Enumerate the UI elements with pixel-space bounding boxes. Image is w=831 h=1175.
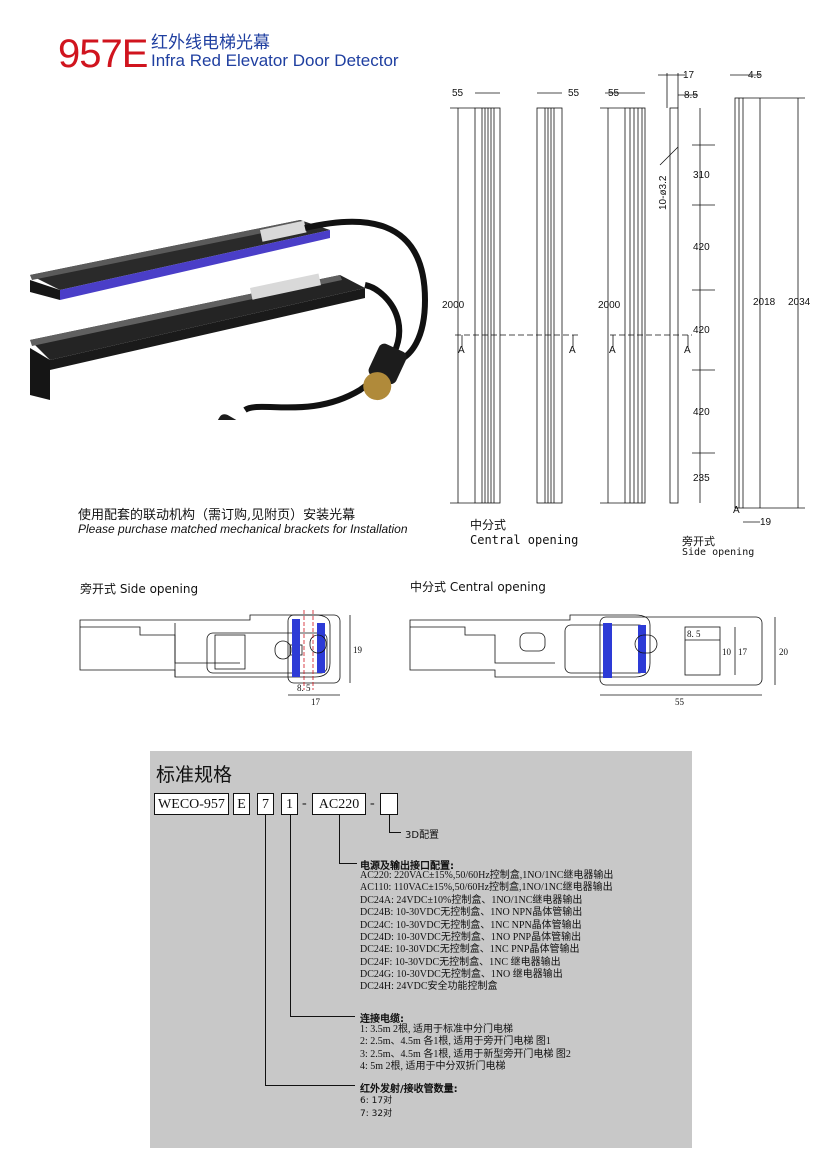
section-a-5: A bbox=[733, 505, 740, 516]
section-central-label: 中分式 Central opening bbox=[410, 580, 546, 594]
sec-10-central: 10 bbox=[722, 647, 732, 657]
opt-3d: 3D配置 bbox=[405, 830, 440, 841]
dim-55-right: 55 bbox=[568, 88, 580, 99]
connector-ir-h bbox=[265, 1085, 355, 1086]
power-option: DC24G: 10-30VDC无控制盒、1NO 继电器输出 bbox=[360, 969, 563, 980]
code-model-letter: E bbox=[233, 793, 250, 815]
dim-235: 235 bbox=[693, 473, 710, 484]
cable-option: 4: 5m 2根, 适用于中分双折门电梯 bbox=[360, 1061, 506, 1072]
cable-option: 2: 2.5m、4.5m 各1根, 适用于旁开门电梯 图1 bbox=[360, 1036, 551, 1047]
cable-option: 3: 2.5m、4.5m 各1根, 适用于新型旁开门电梯 图2 bbox=[360, 1049, 571, 1060]
section-a-4: A bbox=[684, 345, 691, 356]
side-label-en: Side opening bbox=[682, 547, 755, 558]
connector-power-h bbox=[339, 863, 357, 864]
central-label-cn: 中分式 bbox=[470, 518, 507, 532]
cross-sections: 8. 5 17 19 8. 5 10 17 20 55 bbox=[79, 610, 789, 707]
dim-19: 19 bbox=[760, 517, 772, 528]
side-label-cn: 旁开式 bbox=[682, 535, 715, 548]
install-note-cn: 使用配套的联动机构（需订购,见附页）安装光幕 bbox=[78, 508, 356, 523]
dim-8-5: 8.5 bbox=[684, 90, 698, 101]
code-power: AC220 bbox=[312, 793, 366, 815]
sec-17-side: 17 bbox=[311, 697, 321, 707]
connector-3d-v bbox=[389, 815, 390, 833]
title-english: Infra Red Elevator Door Detector bbox=[151, 51, 399, 70]
model-number: 957E bbox=[58, 32, 148, 76]
sec-8-5-side: 8. 5 bbox=[297, 683, 311, 693]
ir-heading: 红外发射/接收管数量: bbox=[360, 1084, 458, 1095]
dim-2034: 2034 bbox=[788, 297, 811, 308]
sec-55-central: 55 bbox=[675, 697, 685, 707]
connector-power-v bbox=[339, 815, 340, 864]
connector-cable-h bbox=[290, 1016, 355, 1017]
dim-2000-central: 2000 bbox=[442, 300, 465, 311]
connector-cable-v bbox=[290, 815, 291, 1017]
dim-17: 17 bbox=[683, 70, 695, 81]
power-option: DC24F: 10-30VDC无控制盒、1NC 继电器输出 bbox=[360, 957, 561, 968]
install-note-en: Please purchase matched mechanical brack… bbox=[78, 522, 408, 536]
dim-2018: 2018 bbox=[753, 297, 776, 308]
code-dash-1: - bbox=[302, 796, 307, 811]
ir-option: 6: 17对 bbox=[360, 1096, 393, 1106]
section-a-3: A bbox=[609, 345, 616, 356]
power-option: DC24E: 10-30VDC无控制盒、1NC PNP晶体管输出 bbox=[360, 944, 580, 955]
code-ir-count: 7 bbox=[257, 793, 274, 815]
spec-panel bbox=[150, 751, 692, 1148]
power-option: AC220: 220VAC±15%,50/60Hz控制盒,1NO/1NC继电器输… bbox=[360, 870, 614, 881]
cable-heading: 连接电缆: bbox=[360, 1014, 404, 1025]
central-label-en: Central opening bbox=[470, 533, 579, 547]
dim-55-left: 55 bbox=[452, 88, 464, 99]
dim-2000-side: 2000 bbox=[598, 300, 621, 311]
section-side-label: 旁开式 Side opening bbox=[80, 582, 199, 596]
ir-option: 7: 32对 bbox=[360, 1109, 393, 1119]
code-dash-2: - bbox=[370, 796, 375, 811]
title-chinese: 红外线电梯光幕 bbox=[151, 33, 270, 53]
dim-420-a: 420 bbox=[693, 242, 710, 253]
power-option: DC24D: 10-30VDC无控制盒、1NO PNP晶体管输出 bbox=[360, 932, 582, 943]
code-3d bbox=[380, 793, 398, 815]
power-option: AC110: 110VAC±15%,50/60Hz控制盒,1NO/1NC继电器输… bbox=[360, 882, 613, 893]
connector-ir-v bbox=[265, 815, 266, 1086]
dim-55-side: 55 bbox=[608, 88, 620, 99]
sec-19-side: 19 bbox=[353, 645, 363, 655]
power-option: DC24B: 10-30VDC无控制盒、1NO NPN晶体管输出 bbox=[360, 907, 583, 918]
dim-holes: 10-ø3.2 bbox=[658, 175, 669, 210]
section-a-1: A bbox=[458, 345, 465, 356]
technical-drawing: 55 55 2000 A A 2000 55 A A 17 8.5 10-ø3.… bbox=[442, 70, 811, 528]
dim-420-c: 420 bbox=[693, 407, 710, 418]
dim-310: 310 bbox=[693, 170, 710, 181]
connector-3d-h bbox=[389, 832, 401, 833]
sec-17-central: 17 bbox=[738, 647, 748, 657]
code-series: WECO-957 bbox=[154, 793, 229, 815]
power-option: DC24H: 24VDC安全功能控制盒 bbox=[360, 981, 498, 992]
section-a-2: A bbox=[569, 345, 576, 356]
cable-option: 1: 3.5m 2根, 适用于标准中分门电梯 bbox=[360, 1024, 514, 1035]
code-cable: 1 bbox=[281, 793, 298, 815]
product-photo bbox=[30, 218, 429, 420]
spec-title: 标准规格 bbox=[156, 764, 233, 786]
power-option: DC24C: 10-30VDC无控制盒、1NC NPN晶体管输出 bbox=[360, 920, 582, 931]
dim-4-5: 4.5 bbox=[748, 70, 762, 81]
sec-8-5-central: 8. 5 bbox=[687, 629, 701, 639]
power-option: DC24A: 24VDC±10%控制盒、1NO/1NC继电器输出 bbox=[360, 895, 583, 906]
power-heading: 电源及输出接口配置: bbox=[360, 861, 454, 872]
sec-20-central: 20 bbox=[779, 647, 789, 657]
dim-420-b: 420 bbox=[693, 325, 710, 336]
